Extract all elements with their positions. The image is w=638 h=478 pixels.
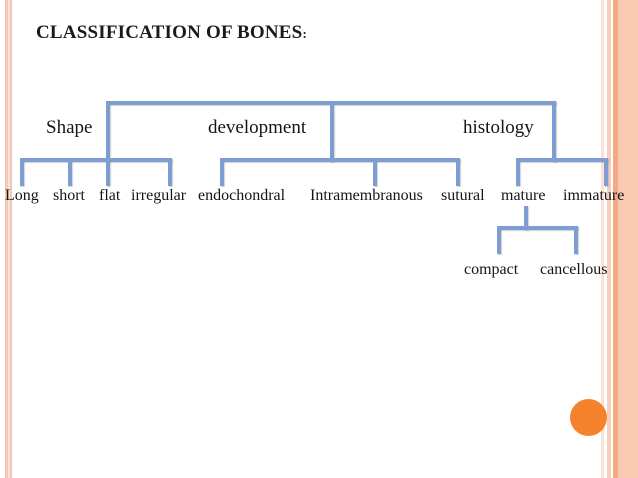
connector-development-horizontal xyxy=(220,158,460,162)
node-intramembranous: Intramembranous xyxy=(310,187,423,204)
node-flat: flat xyxy=(99,187,121,204)
connector-mature-stem xyxy=(524,206,528,230)
node-mature: mature xyxy=(501,187,546,204)
connector-shape-drop-irregular xyxy=(168,158,172,186)
connector-mature-drop-compact xyxy=(497,226,501,254)
node-compact: compact xyxy=(464,261,519,278)
connector-shape-drop-flat xyxy=(106,158,110,186)
connector-shape-horizontal xyxy=(20,158,172,162)
connector-top-drop-histology xyxy=(552,101,556,162)
connector-development-drop-sutural xyxy=(456,158,460,186)
page-title: CLASSIFICATION OF BONES: xyxy=(36,22,307,44)
node-immature: immature xyxy=(563,187,625,204)
node-sutural: sutural xyxy=(441,187,485,204)
left-border-stripe-1 xyxy=(5,0,8,478)
node-long: Long xyxy=(5,187,39,204)
node-histology: histology xyxy=(463,117,534,138)
page-title-colon: : xyxy=(302,26,307,41)
connector-histology-horizontal xyxy=(516,158,608,162)
page-title-text: CLASSIFICATION OF BONES xyxy=(36,22,303,43)
right-border-stripe-5 xyxy=(613,0,618,478)
node-short: short xyxy=(53,187,85,204)
connector-development-drop-endochondral xyxy=(220,158,224,186)
accent-circle-decoration xyxy=(570,399,607,436)
node-shape: Shape xyxy=(46,117,93,138)
left-border-stripe-2 xyxy=(8,0,10,478)
node-cancellous: cancellous xyxy=(540,261,608,278)
right-border-stripe-2 xyxy=(604,0,607,478)
right-border-stripe-6 xyxy=(618,0,638,478)
right-border-stripe-4 xyxy=(611,0,613,478)
connector-histology-drop-immature xyxy=(604,158,608,186)
connector-mature-horizontal xyxy=(497,226,578,230)
connector-top-drop-shape xyxy=(106,101,110,162)
right-border-stripe-3 xyxy=(607,0,611,478)
connector-mature-drop-cancellous xyxy=(574,226,578,254)
node-irregular: irregular xyxy=(131,187,187,204)
connector-histology-drop-mature xyxy=(516,158,520,186)
connector-top-drop-development xyxy=(330,101,334,162)
node-endochondral: endochondral xyxy=(198,187,286,204)
left-border-stripe-3 xyxy=(10,0,12,478)
connector-shape-drop-long xyxy=(20,158,24,186)
connector-development-drop-intramembranous xyxy=(373,158,377,186)
node-development: development xyxy=(208,117,307,138)
connector-shape-drop-short xyxy=(68,158,72,186)
